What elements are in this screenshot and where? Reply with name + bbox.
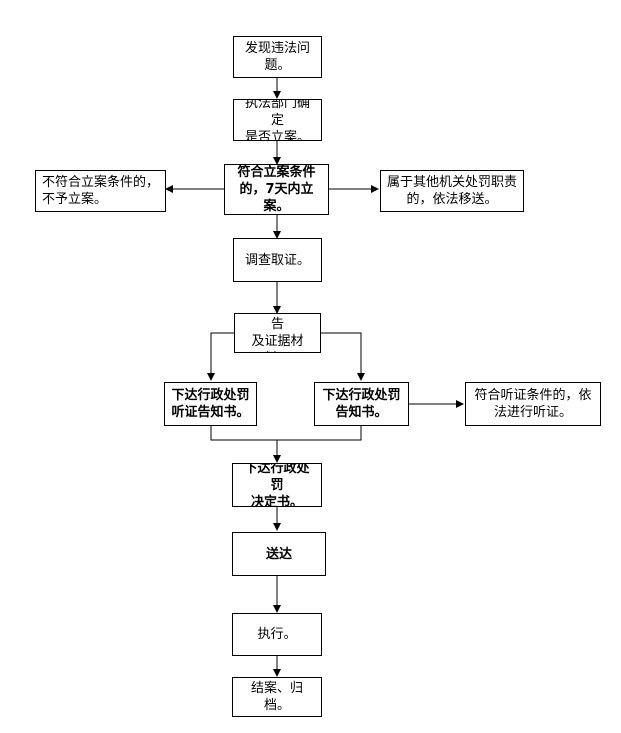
arrow-review-to-hearing-notice: [207, 332, 234, 381]
merge-line: [210, 426, 362, 441]
node-other-agency: 属于其他机关处罚职责 的，依法移送。: [380, 170, 524, 212]
node-review: 审查调查报告 及证据材料。: [234, 313, 321, 353]
node-hearing: 符合听证条件的，依 法进行听证。: [465, 382, 601, 426]
node-decision: 下达行政处罚 决定书。: [232, 463, 322, 507]
node-decide: 执法部门确定 是否立案。: [233, 99, 322, 141]
node-investigate: 调查取证。: [233, 238, 322, 282]
node-hearing-notice: 下达行政处罚 听证告知书。: [164, 382, 257, 426]
node-deliver: 送达: [232, 532, 326, 576]
node-close: 结案、归档。: [232, 677, 322, 717]
node-discover: 发现违法问 题。: [233, 36, 322, 78]
node-penalty-notice: 下达行政处罚 告知书。: [314, 382, 409, 426]
node-execute: 执行。: [232, 613, 322, 656]
node-not-meet-conditions: 不符合立案条件的， 不予立案。: [35, 170, 166, 212]
arrow-review-to-penalty-notice: [321, 332, 365, 381]
node-meets-conditions: 符合立案条件 的，7天内立 案。: [224, 164, 329, 215]
